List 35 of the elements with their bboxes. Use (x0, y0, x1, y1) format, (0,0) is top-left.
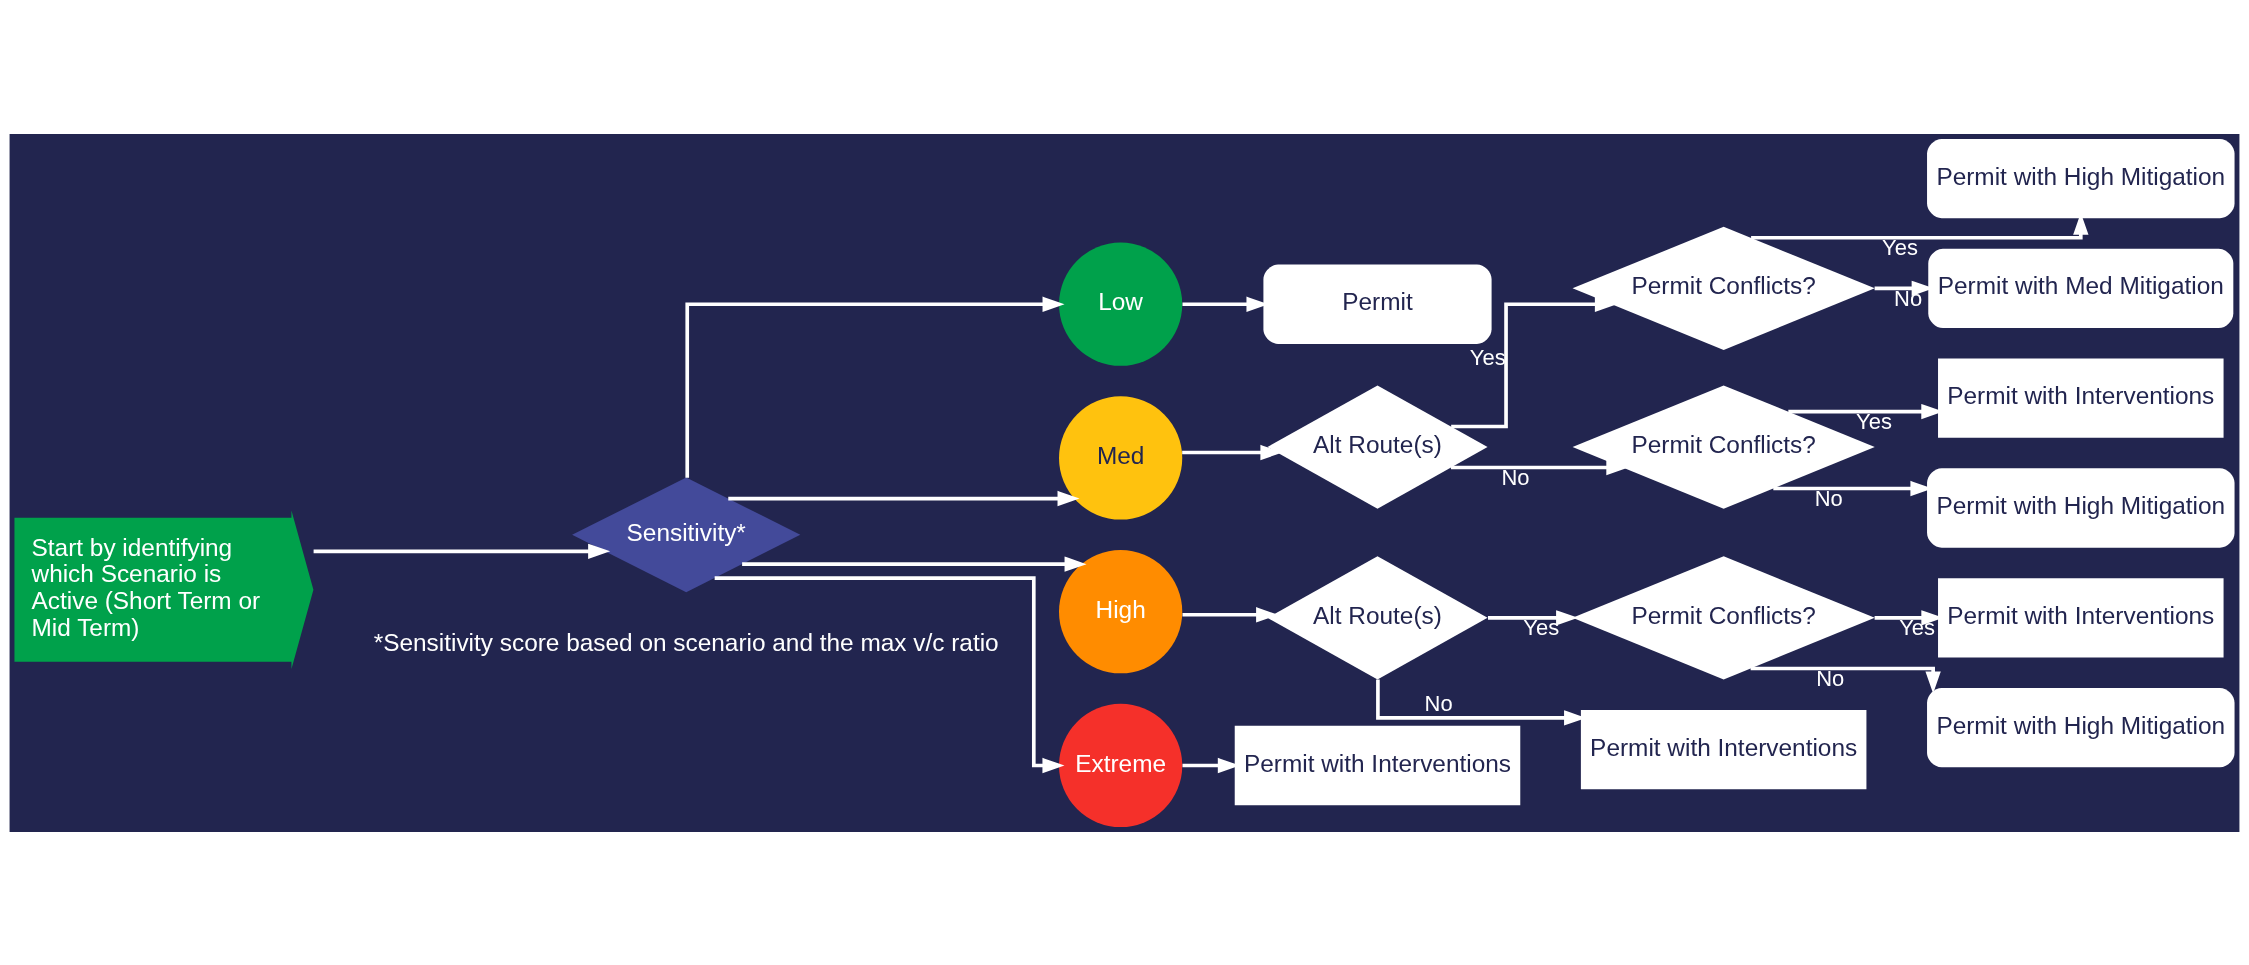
arrow (1182, 606, 1279, 622)
arrow (1182, 444, 1283, 460)
arrow (685, 296, 1065, 478)
node-box: Permit with Interventions (1938, 577, 2224, 657)
arrow (313, 543, 611, 559)
node-circle: Low (1059, 242, 1183, 366)
node-box: Permit (1263, 264, 1492, 344)
arrow (1450, 459, 1629, 475)
node-diamond: Alt Route(s) (1267, 384, 1488, 509)
node-box: Permit with Interventions (1580, 709, 1867, 789)
arrow (714, 575, 1065, 773)
node-diamond: Permit Conflicts? (1572, 226, 1875, 350)
edge-label: Yes (1523, 614, 1560, 640)
node-box: Permit with Med Mitigation (1928, 248, 2234, 328)
arrow (1487, 609, 1579, 626)
node-diamond: Sensitivity* (572, 477, 801, 592)
node-box: Permit with High Mitigation (1927, 467, 2235, 548)
label: *Sensitivity score based on scenario and the max v/c ratio (373, 628, 999, 656)
node-box: Permit with Interventions (1234, 725, 1521, 805)
node-box: Permit with Interventions (1938, 358, 2224, 438)
edge-label: Yes (1899, 614, 1936, 640)
node-box: Permit with High Mitigation (1927, 687, 2235, 767)
node-circle: High (1059, 549, 1183, 673)
arrow (1750, 666, 1941, 693)
arrow (728, 490, 1080, 506)
arrow (1451, 296, 1617, 428)
node-circle: Extreme (1059, 703, 1183, 827)
edge-label: No (1424, 690, 1453, 716)
edge-label: No (1501, 464, 1530, 490)
arrow (742, 555, 1087, 572)
edge-label: Yes (1882, 234, 1918, 260)
node-diamond: Alt Route(s) (1267, 555, 1488, 679)
edge-label: No (1814, 485, 1843, 511)
edge-label: No (1894, 285, 1923, 311)
node-box: Permit with High Mitigation (1927, 138, 2235, 218)
